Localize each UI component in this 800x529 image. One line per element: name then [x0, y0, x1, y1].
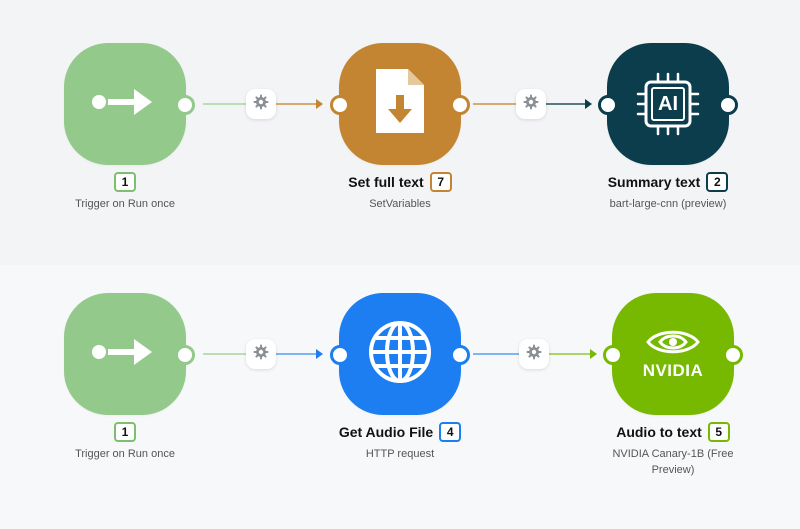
set-variables-label: Set full text 7 SetVariables	[290, 172, 510, 212]
set-variables-node[interactable]	[330, 43, 470, 165]
output-port[interactable]	[450, 345, 470, 365]
connector	[203, 353, 248, 355]
node-title: Get Audio File	[338, 424, 434, 440]
connector-arrowhead	[316, 99, 323, 109]
output-port[interactable]	[175, 345, 195, 365]
connector	[473, 103, 517, 105]
file-download-icon	[372, 67, 428, 142]
output-port[interactable]	[450, 95, 470, 115]
node-title: Summary text	[607, 174, 701, 190]
gear-icon	[253, 94, 269, 115]
settings-gear-button[interactable]	[519, 339, 549, 369]
input-port[interactable]	[330, 95, 350, 115]
connector	[473, 353, 521, 355]
summary-label: Summary text 2 bart-large-cnn (preview)	[558, 172, 778, 212]
gear-icon	[253, 344, 269, 365]
ai-chip-icon: AI	[636, 72, 700, 136]
node-subtitle: Trigger on Run once	[75, 198, 175, 210]
input-port[interactable]	[603, 345, 623, 365]
arrow-right-icon	[90, 82, 160, 127]
node-subtitle: Trigger on Run once	[75, 448, 175, 460]
node-subtitle: SetVariables	[369, 198, 431, 210]
connector-arrowhead	[316, 349, 323, 359]
settings-gear-button[interactable]	[246, 89, 276, 119]
input-port[interactable]	[598, 95, 618, 115]
trigger-label: 1 Trigger on Run once	[15, 422, 235, 462]
globe-icon	[367, 319, 433, 390]
ai-chip-label: AI	[658, 93, 678, 115]
trigger-node[interactable]	[64, 43, 195, 165]
connector-arrowhead	[585, 99, 592, 109]
settings-gear-button[interactable]	[246, 339, 276, 369]
http-request-label: Get Audio File 4 HTTP request	[290, 422, 510, 462]
connector	[203, 103, 248, 105]
input-port[interactable]	[330, 345, 350, 365]
step-badge: 5	[707, 422, 730, 442]
connector	[546, 103, 588, 105]
node-subtitle: HTTP request	[365, 448, 435, 460]
nvidia-wordmark: NVIDIA	[642, 361, 704, 380]
step-badge: 4	[439, 422, 462, 442]
connector	[276, 103, 320, 105]
step-badge: 1	[114, 172, 136, 192]
nvidia-logo-icon: NVIDIA	[643, 327, 704, 381]
http-request-node[interactable]	[330, 293, 470, 415]
output-port[interactable]	[175, 95, 195, 115]
gear-icon	[523, 94, 539, 115]
summary-ai-node[interactable]: AI	[598, 43, 738, 165]
connector-arrowhead	[590, 349, 597, 359]
nvidia-audio-node[interactable]: NVIDIA	[603, 293, 743, 415]
step-badge: 7	[429, 172, 452, 192]
node-subtitle-line: Preview)	[651, 464, 695, 476]
settings-gear-button[interactable]	[516, 89, 546, 119]
workflow-1: AI 1 Trigger on Run once Set full text 7…	[0, 0, 800, 260]
node-subtitle: NVIDIA Canary-1B (Free Preview)	[563, 446, 783, 478]
workflow-2: NVIDIA 1 Trigger on Run once Get Audio F…	[0, 265, 800, 529]
connector	[549, 353, 593, 355]
connector	[276, 353, 320, 355]
node-subtitle-line: NVIDIA Canary-1B (Free	[612, 448, 734, 460]
node-title: Audio to text	[616, 424, 702, 440]
step-badge: 2	[706, 172, 729, 192]
output-port[interactable]	[718, 95, 738, 115]
node-subtitle: bart-large-cnn (preview)	[609, 198, 727, 210]
gear-icon	[526, 344, 542, 365]
arrow-right-icon	[90, 332, 160, 377]
trigger-node[interactable]	[64, 293, 195, 415]
output-port[interactable]	[723, 345, 743, 365]
step-badge: 1	[114, 422, 136, 442]
trigger-label: 1 Trigger on Run once	[15, 172, 235, 212]
node-title: Set full text	[348, 174, 424, 190]
nvidia-audio-label: Audio to text 5 NVIDIA Canary-1B (Free P…	[563, 422, 783, 478]
